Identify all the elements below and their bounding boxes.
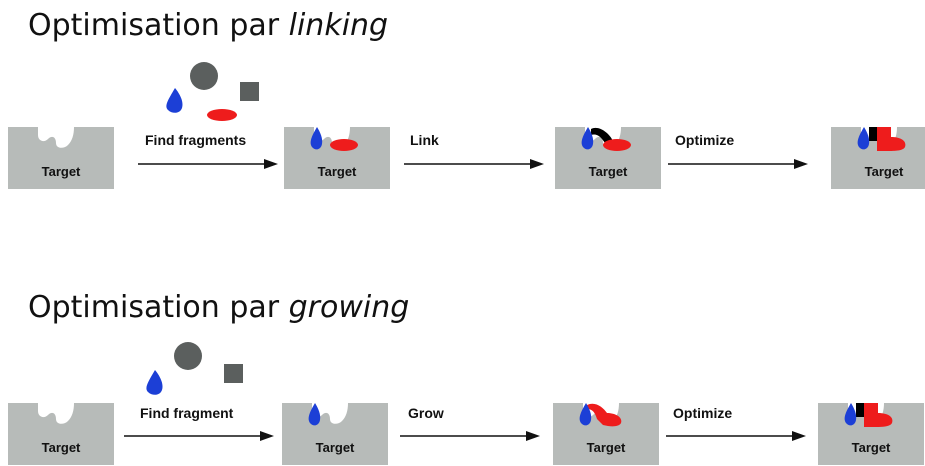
linking-arrow-3 — [668, 159, 808, 169]
growing-target-2: Target — [282, 403, 388, 465]
growing-arrow-2 — [400, 431, 540, 441]
target-label: Target — [41, 164, 81, 179]
target-label: Target — [864, 164, 904, 179]
optimized-molecule — [857, 127, 906, 151]
linking-step-label-3: Optimize — [675, 132, 735, 148]
optimized-molecule — [844, 403, 893, 427]
blue-drop-fragment — [146, 370, 163, 395]
target-label: Target — [315, 440, 355, 455]
linking-step-label-1: Find fragments — [145, 132, 247, 148]
growing-target-1: Target — [8, 403, 114, 465]
target-label: Target — [851, 440, 891, 455]
bound-fragments — [310, 127, 358, 151]
grown-molecule — [579, 403, 622, 427]
bound-fragment — [308, 403, 348, 426]
linking-title-emph: linking — [288, 8, 389, 43]
growing-step-label-1: Find fragment — [140, 405, 234, 421]
gray-square-fragment — [224, 364, 243, 383]
growing-step-label-3: Optimize — [673, 405, 733, 421]
growing-target-4: Target — [818, 403, 924, 465]
linking-title: Optimisation par linking — [28, 8, 388, 43]
target-label: Target — [41, 440, 81, 455]
growing-target-3: Target — [553, 403, 659, 465]
gray-circle-fragment — [190, 62, 218, 90]
gray-circle-fragment — [174, 342, 202, 370]
linking-arrow-1 — [138, 159, 278, 169]
growing-arrow-1 — [124, 431, 274, 441]
growing-fragment-pool — [146, 342, 243, 395]
linking-target-1: Target — [8, 127, 114, 189]
target-label: Target — [588, 164, 628, 179]
growing-title-prefix: Optimisation par — [28, 290, 280, 325]
growing-arrow-3 — [666, 431, 806, 441]
growing-title: Optimisation par growing — [28, 290, 409, 325]
linking-step-label-2: Link — [410, 132, 439, 148]
gray-square-fragment — [240, 82, 259, 101]
linking-target-3: Target — [555, 127, 661, 189]
red-ellipse-fragment — [207, 109, 237, 121]
binding-pocket — [38, 403, 74, 424]
linked-molecule — [581, 127, 631, 151]
linking-arrow-2 — [404, 159, 544, 169]
linking-target-4: Target — [831, 127, 925, 189]
linking-title-prefix: Optimisation par — [28, 8, 280, 43]
target-label: Target — [317, 164, 357, 179]
linking-target-2: Target — [284, 127, 390, 189]
target-label: Target — [586, 440, 626, 455]
binding-pocket — [38, 127, 74, 148]
linking-fragment-pool — [166, 62, 259, 121]
blue-drop-fragment — [166, 88, 183, 113]
growing-title-emph: growing — [288, 290, 410, 325]
growing-step-label-2: Grow — [408, 405, 444, 421]
